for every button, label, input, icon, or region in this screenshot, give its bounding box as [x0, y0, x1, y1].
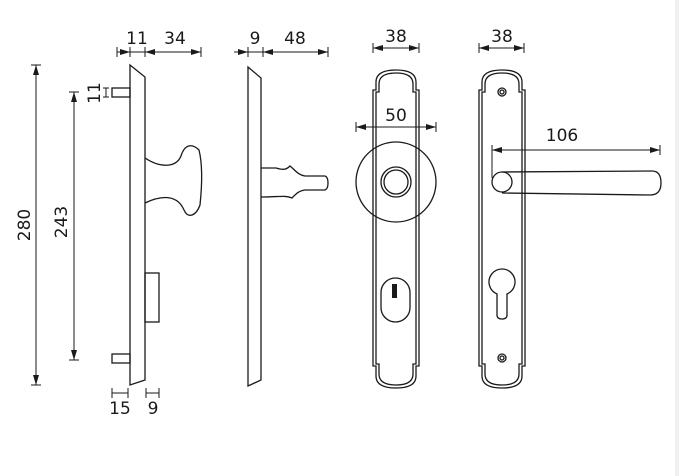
spindle-box — [144, 272, 160, 323]
cylinder-keyhole — [488, 268, 516, 320]
dim-box-depth: 9 — [148, 399, 159, 419]
knob-profile — [144, 145, 203, 216]
plate-inner-outline — [481, 72, 523, 386]
scroll-edge — [675, 0, 679, 476]
knob-ring-inner — [383, 169, 409, 195]
backplate-profile — [247, 65, 262, 388]
dim-lever-length: 106 — [546, 126, 578, 146]
front-view-knob: 38 50 — [355, 27, 437, 389]
dim-pin-length: 15 — [109, 399, 131, 419]
bottom-pin — [111, 353, 131, 364]
dim-pin-height: 11 — [85, 82, 105, 104]
top-pin — [111, 87, 131, 98]
front-view-lever-dims: 38 106 — [478, 27, 661, 178]
privacy-slot — [380, 277, 411, 323]
dim-knob-projection: 34 — [164, 29, 186, 49]
dim-overall-height: 280 — [15, 209, 35, 241]
plate-outline — [478, 69, 526, 389]
dim-screw-spacing: 243 — [52, 206, 72, 238]
lever-rose — [491, 171, 513, 193]
dim-rose-diameter: 50 — [385, 106, 407, 126]
backplate-profile — [129, 63, 146, 386]
dim-lever-projection: 48 — [284, 29, 306, 49]
dim-plate-width: 38 — [491, 27, 513, 47]
lever-handle — [501, 170, 662, 196]
side-view-lever: 9 48 — [234, 29, 329, 388]
front-view-lever — [478, 69, 662, 389]
side-view-knob: 11 34 280 243 11 15 9 — [15, 29, 203, 419]
knob-ring-outer — [380, 166, 412, 198]
lever-profile — [260, 165, 329, 199]
screw-top — [497, 87, 507, 97]
privacy-turn-indicator — [392, 284, 397, 298]
dim-plate-depth: 9 — [250, 29, 261, 49]
screw-bottom — [497, 353, 507, 363]
dim-plate-width: 38 — [385, 27, 407, 47]
dim-base-depth: 11 — [126, 29, 148, 49]
knob-rose — [355, 141, 437, 223]
screw-top-center — [499, 89, 505, 95]
screw-bottom-center — [499, 355, 505, 361]
